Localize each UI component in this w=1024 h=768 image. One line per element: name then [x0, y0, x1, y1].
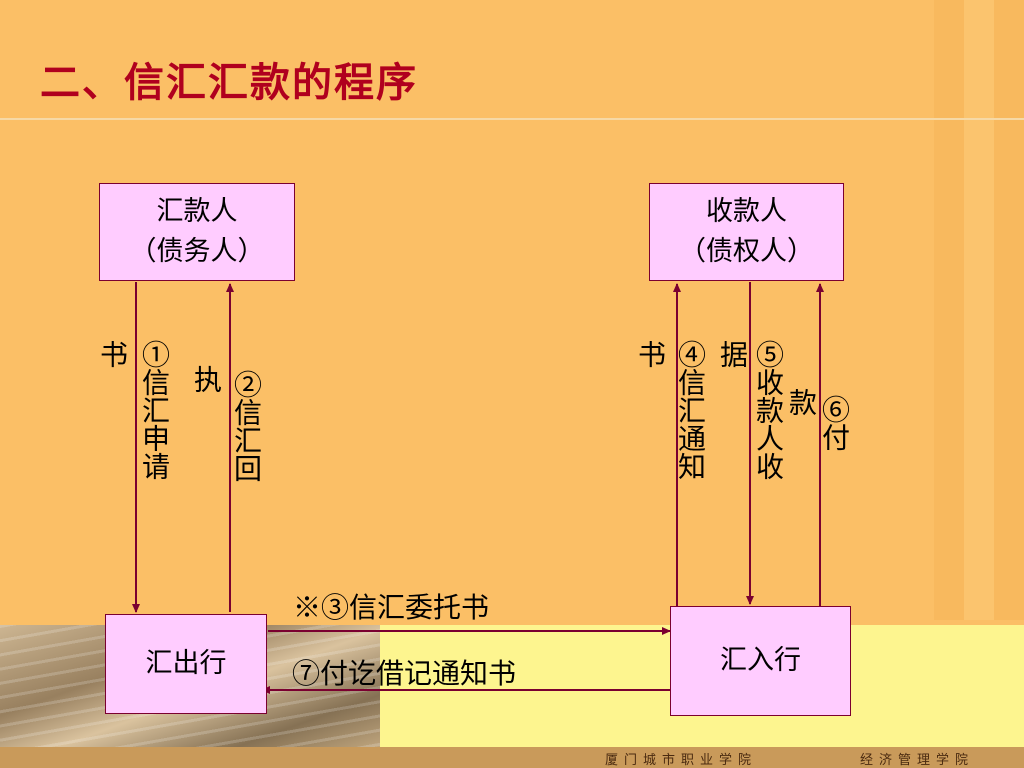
step6-label-cont: 款 — [785, 388, 818, 416]
slide-title: 二、信汇汇款的程序 — [40, 59, 418, 106]
footer-bar — [0, 747, 1024, 768]
remitting-bank-label: 汇出行 — [145, 648, 227, 679]
background-stripe — [934, 0, 1024, 620]
step4-label-cont: 书 — [634, 340, 667, 368]
step6-label: ⑥付 — [818, 395, 851, 451]
step1-label: ①信汇申请 — [138, 340, 171, 480]
step5-label: ⑤收款人收 — [752, 340, 785, 480]
remitting-bank-box: 汇出行 — [105, 614, 267, 714]
payee-label: 收款人 — [706, 196, 787, 227]
step3-label: ※③信汇委托书 — [293, 591, 490, 624]
remitter-box: 汇款人 （债务人） — [99, 183, 295, 281]
step5-label-cont: 据 — [716, 340, 749, 368]
footer-department: 经济管理学院 — [860, 753, 975, 768]
remitter-role: （债务人） — [129, 236, 265, 267]
step4-label: ④信汇通知 — [674, 340, 707, 480]
step7-label: ⑦付讫借记通知书 — [292, 657, 517, 690]
footer-school: 厦门城市职业学院 — [605, 753, 758, 768]
payee-role: （债权人） — [679, 236, 814, 267]
step2-label-cont: 执 — [190, 365, 223, 393]
paying-bank-label: 汇入行 — [720, 645, 801, 676]
step2-label: ②信汇回 — [230, 370, 263, 482]
title-divider — [0, 118, 1024, 120]
paying-bank-box: 汇入行 — [670, 606, 851, 716]
step1-label-cont: 书 — [96, 340, 129, 368]
payee-box: 收款人 （债权人） — [649, 183, 844, 281]
remitter-label: 汇款人 — [156, 196, 238, 227]
